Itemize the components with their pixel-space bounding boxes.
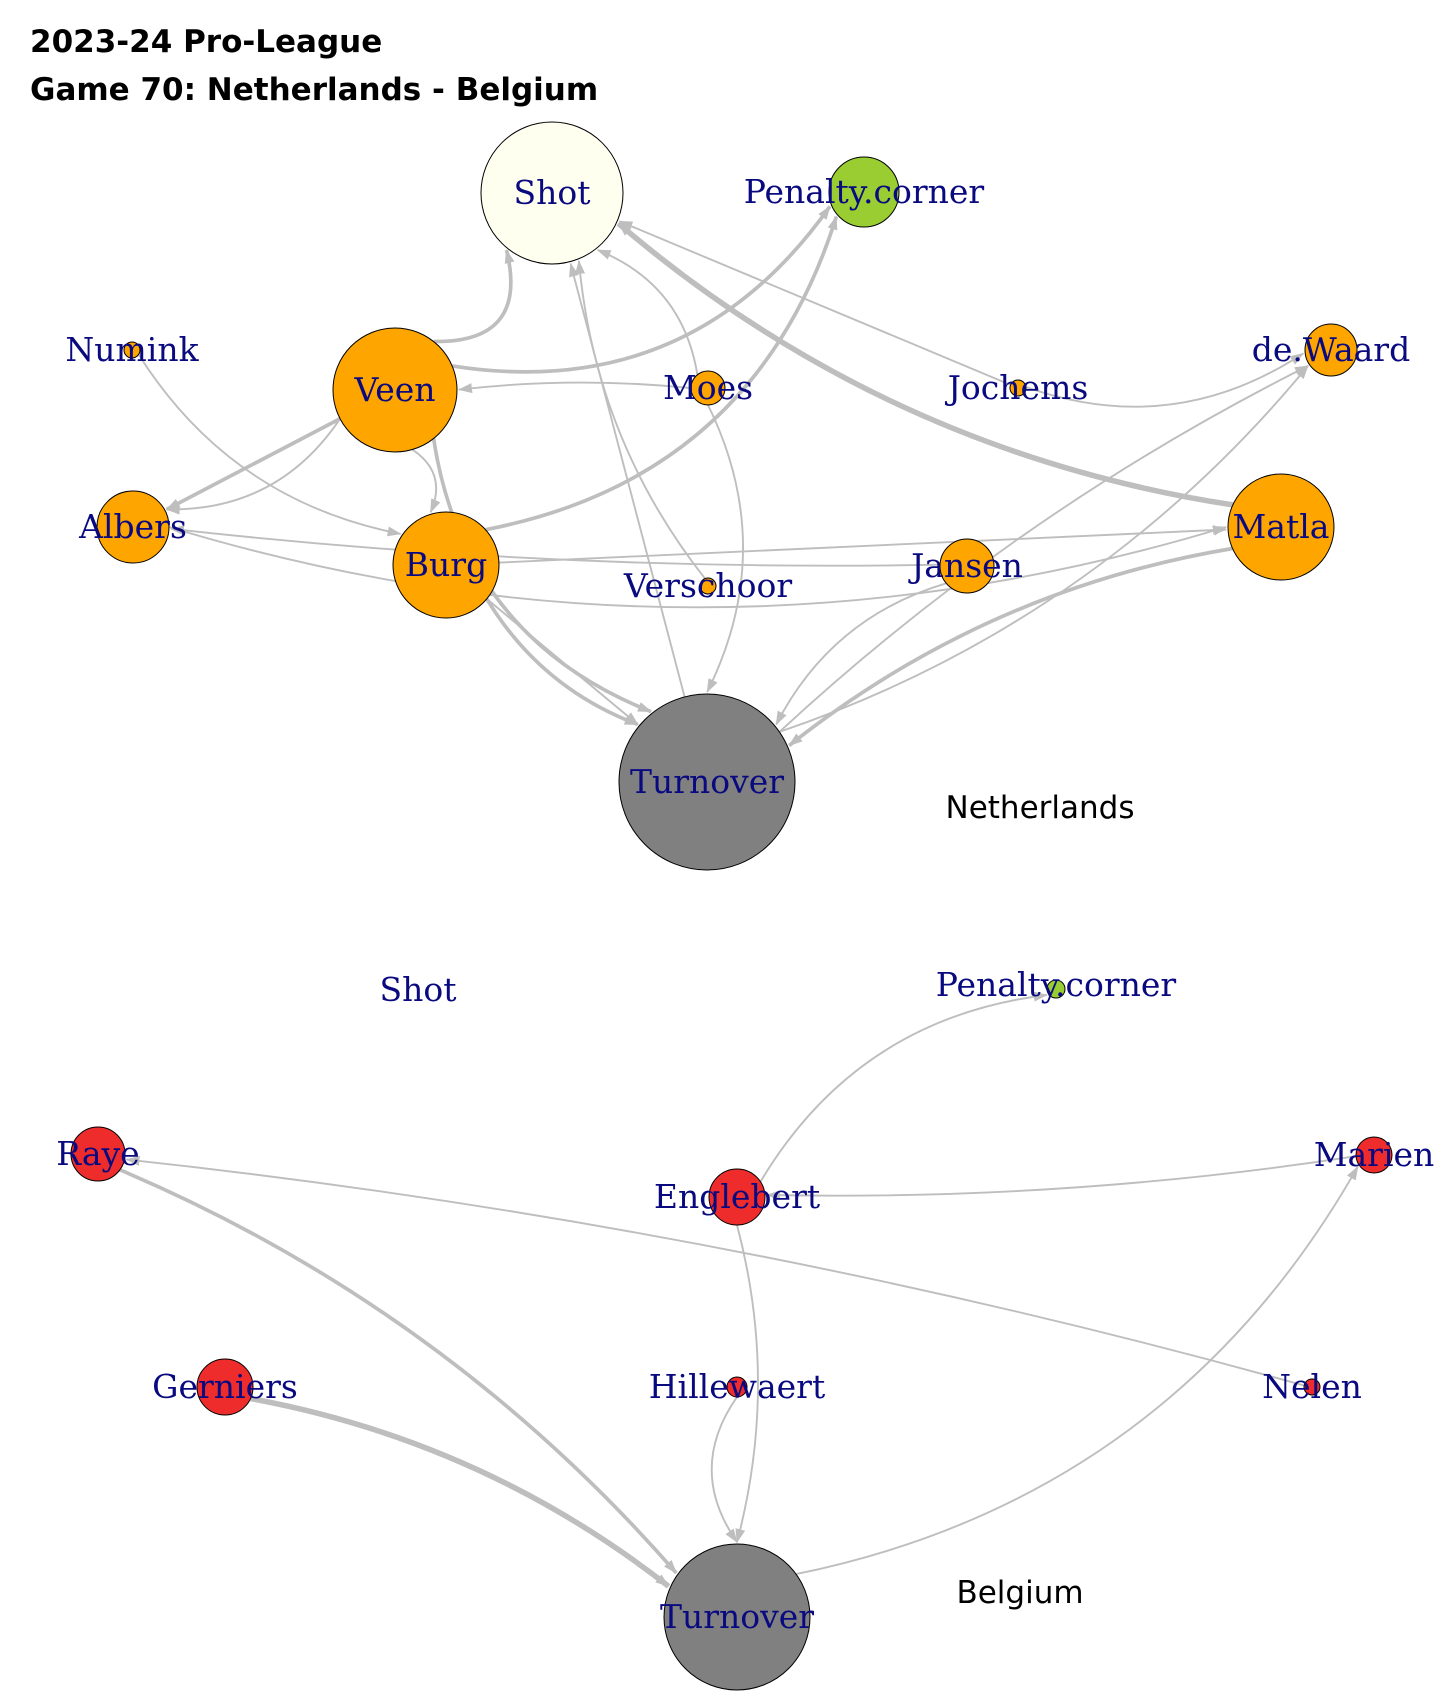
netherlands-edge (165, 418, 341, 515)
belgium-node-englebert (708, 1168, 766, 1226)
netherlands-label-jochems: Jochems (945, 368, 1089, 407)
netherlands-edge (168, 525, 1227, 609)
netherlands-node-de-waard (1304, 323, 1358, 377)
netherlands-label-turnover: Turnover (630, 762, 784, 801)
belgium-label-marien: Marien (1314, 1135, 1435, 1174)
netherlands-edge (596, 249, 699, 375)
title-line-1: 2023-24 Pro-League (30, 24, 383, 60)
belgium-label-turnover: Turnover (660, 1597, 814, 1636)
netherlands-label-verschoor: Verschoor (623, 566, 793, 605)
netherlands-label-de-waard: de.Waard (1252, 330, 1410, 369)
netherlands-edge (616, 221, 1234, 508)
netherlands-node-penalty-corner (828, 156, 900, 228)
netherlands-node-numink (123, 341, 141, 359)
netherlands-label-matla: Matla (1233, 507, 1330, 546)
netherlands-edge (498, 525, 1228, 564)
netherlands-edge (137, 353, 402, 537)
netherlands-edge (485, 597, 639, 727)
netherlands-node-shot (480, 121, 624, 265)
belgium-node-penalty-corner (1046, 979, 1066, 999)
belgium-node-gerniers (196, 1358, 254, 1416)
belgium-nodes (70, 979, 1393, 1691)
belgium-node-raye (70, 1126, 126, 1182)
netherlands-edge (165, 417, 341, 512)
netherlands-node-moes (690, 370, 726, 406)
netherlands-label-shot: Shot (514, 173, 591, 212)
belgium-label-gerniers: Gerniers (152, 1367, 298, 1406)
belgium-edge (119, 1168, 678, 1575)
belgium-edge (125, 1155, 1305, 1387)
belgium-team-label: Belgium (956, 1575, 1083, 1611)
belgium-edge (735, 1224, 759, 1543)
belgium-label-raye: Raye (56, 1134, 139, 1173)
belgium-label-penalty-corner: Penalty.corner (936, 965, 1177, 1004)
netherlands-edge (411, 448, 441, 514)
netherlands-label-jansen: Jansen (908, 546, 1023, 585)
belgium-node-turnover (663, 1543, 811, 1691)
netherlands-edge (485, 215, 839, 532)
netherlands-edge (458, 381, 692, 394)
netherlands-edge (431, 438, 652, 714)
belgium-label-nelen: Nelen (1262, 1367, 1362, 1406)
netherlands-edge (788, 546, 1233, 747)
netherlands-edge (575, 259, 706, 580)
netherlands-node-burg (392, 511, 500, 619)
belgium-edge (710, 1396, 738, 1543)
netherlands-node-jochems (1009, 379, 1027, 397)
netherlands-label-numink: Numink (65, 330, 199, 369)
netherlands-label-albers: Albers (78, 507, 187, 546)
netherlands-label-burg: Burg (405, 545, 487, 584)
netherlands-edge (618, 220, 1011, 386)
belgium-label-englebert: Englebert (654, 1177, 820, 1216)
netherlands-nodes (96, 121, 1358, 871)
netherlands-label-veen: Veen (353, 370, 435, 409)
netherlands-edge (706, 404, 744, 693)
netherlands-label-moes: Moes (663, 368, 753, 407)
belgium-edge (765, 1155, 1357, 1201)
belgium-node-hillewaert (726, 1376, 748, 1398)
netherlands-edge (1025, 352, 1305, 408)
netherlands-edge (486, 598, 639, 726)
netherlands-edge (451, 205, 832, 374)
netherlands-label-penalty-corner: Penalty.corner (744, 172, 985, 211)
netherlands-node-verschoor (699, 577, 717, 595)
netherlands-edge (569, 262, 686, 698)
netherlands-node-matla (1227, 473, 1335, 581)
netherlands-node-jansen (939, 538, 995, 594)
netherlands-node-turnover (618, 693, 796, 871)
belgium-edge (250, 1395, 671, 1589)
netherlands-team-label: Netherlands (946, 790, 1135, 826)
netherlands-node-veen (332, 327, 458, 453)
belgium-label-shot: Shot (380, 970, 457, 1009)
belgium-label-hillewaert: Hillewaert (649, 1367, 825, 1406)
belgium-node-nelen (1303, 1378, 1321, 1396)
title-line-2: Game 70: Netherlands - Belgium (30, 72, 599, 108)
netherlands-edge (779, 365, 1309, 733)
netherlands-edge (778, 365, 1309, 733)
chart-title: 2023-24 Pro-League Game 70: Netherlands … (30, 18, 598, 114)
netherlands-edge (775, 582, 947, 726)
netherlands-edges (137, 205, 1309, 747)
belgium-node-marien (1355, 1136, 1393, 1174)
belgium-edge (759, 991, 1048, 1183)
netherlands-node-albers (96, 490, 170, 564)
belgium-edge (795, 1165, 1359, 1576)
belgium-edges (119, 991, 1359, 1589)
netherlands-edge (433, 249, 515, 344)
